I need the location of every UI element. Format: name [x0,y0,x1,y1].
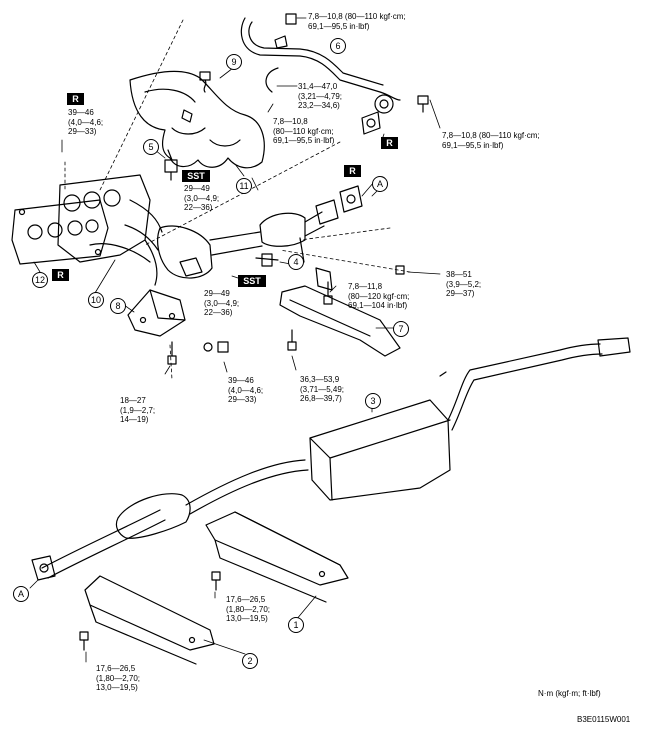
torque-spec-front-sensor: 29—49 (3,0—4,9; 22—36) [184,184,220,212]
torque-spec-bracket-8-bolt: 18—27 (1,9—2,7; 14—19) [120,396,156,424]
manifold-gasket-12 [11,199,109,265]
torque-spec-flange-nut: 38—51 (3,9—5,2; 29—37) [446,270,482,298]
torque-spec-manifold-nut: 39—46 (4,0—4,6; 29—33) [68,108,104,136]
replace-badge-pipe-gasket: R [381,137,398,149]
main-pipe-muffler [41,337,631,579]
callout-5: 5 [143,139,159,155]
torque-spec-insulator-7-bolt: 7,8—11,8 (80—120 kgf·cm; 69,1—104 in·lbf… [348,282,410,310]
hanger-1 [205,511,349,603]
replace-badge-manifold-gasket: R [52,269,69,281]
callout-2: 2 [242,653,258,669]
callout-9: 9 [226,54,242,70]
oxygen-sensor-4 [255,253,279,267]
torque-spec-upper-pipe: 7,8—10,8 (80—110 kgf·cm; 69,1—95,5 in·lb… [308,12,406,31]
torque-spec-hose-fitting: 31,4—47,0 (3,21—4,79; 23,2—34,6) [298,82,343,110]
pipe-gasket [361,111,381,135]
exhaust-manifold-10 [57,174,163,286]
sst-badge-rear-sensor: SST [238,275,266,287]
callout-3: 3 [365,393,381,409]
callout-4: 4 [288,254,304,270]
callout-1: 1 [288,617,304,633]
replace-badge-manifold-nut: R [67,93,84,105]
heat-insulator-11 [129,70,265,169]
callout-10: 10 [88,292,104,308]
torque-spec-hanger-1: 17,6—26,5 (1,80—2,70; 13,0—19,5) [226,595,271,623]
bracket-8 [127,289,186,337]
hanger-2 [79,575,215,665]
callout-11: 11 [236,178,252,194]
callout-8: 8 [110,298,126,314]
rear-flange [31,555,56,581]
torque-spec-hanger-2: 17,6—26,5 (1,80—2,70; 13,0—19,5) [96,664,141,692]
front-pipe-converter [157,199,339,279]
torque-spec-pipe-bracket: 7,8—10,8 (80—110 kgf·cm; 69,1—95,5 in·lb… [442,131,540,150]
torque-spec-converter-nut: 39—46 (4,0—4,6; 29—33) [228,376,264,404]
callout-6: 6 [330,38,346,54]
bolt-9 [199,71,211,93]
figure-code: B3E0115W001 [577,715,631,724]
bolts-center [167,265,405,365]
callout-12: 12 [32,272,48,288]
replace-badge-flange-gasket: R [344,165,361,177]
torque-spec-rear-sensor: 29—49 (3,0—4,9; 22—36) [204,289,240,317]
upper-pipe-6 [240,13,401,114]
flange-gasket [339,185,363,213]
bracket-bolt [417,95,429,113]
sst-badge-front-sensor: SST [182,170,210,182]
assembly-guide-lines [64,19,411,381]
callout-a-bottom: A [13,586,29,602]
callout-a-top: A [372,176,388,192]
callout-7: 7 [393,321,409,337]
torque-units-legend: N·m (kgf·m; ft·lbf) [538,689,601,698]
torque-spec-support-bolt: 36,3—53,9 (3,71—5,49; 26,8—39,7) [300,375,345,403]
oxygen-sensor-5 [164,149,178,181]
torque-spec-insulator-bolt: 7,8—10,8 (80—110 kgf·cm; 69,1—95,5 in·lb… [273,117,335,145]
